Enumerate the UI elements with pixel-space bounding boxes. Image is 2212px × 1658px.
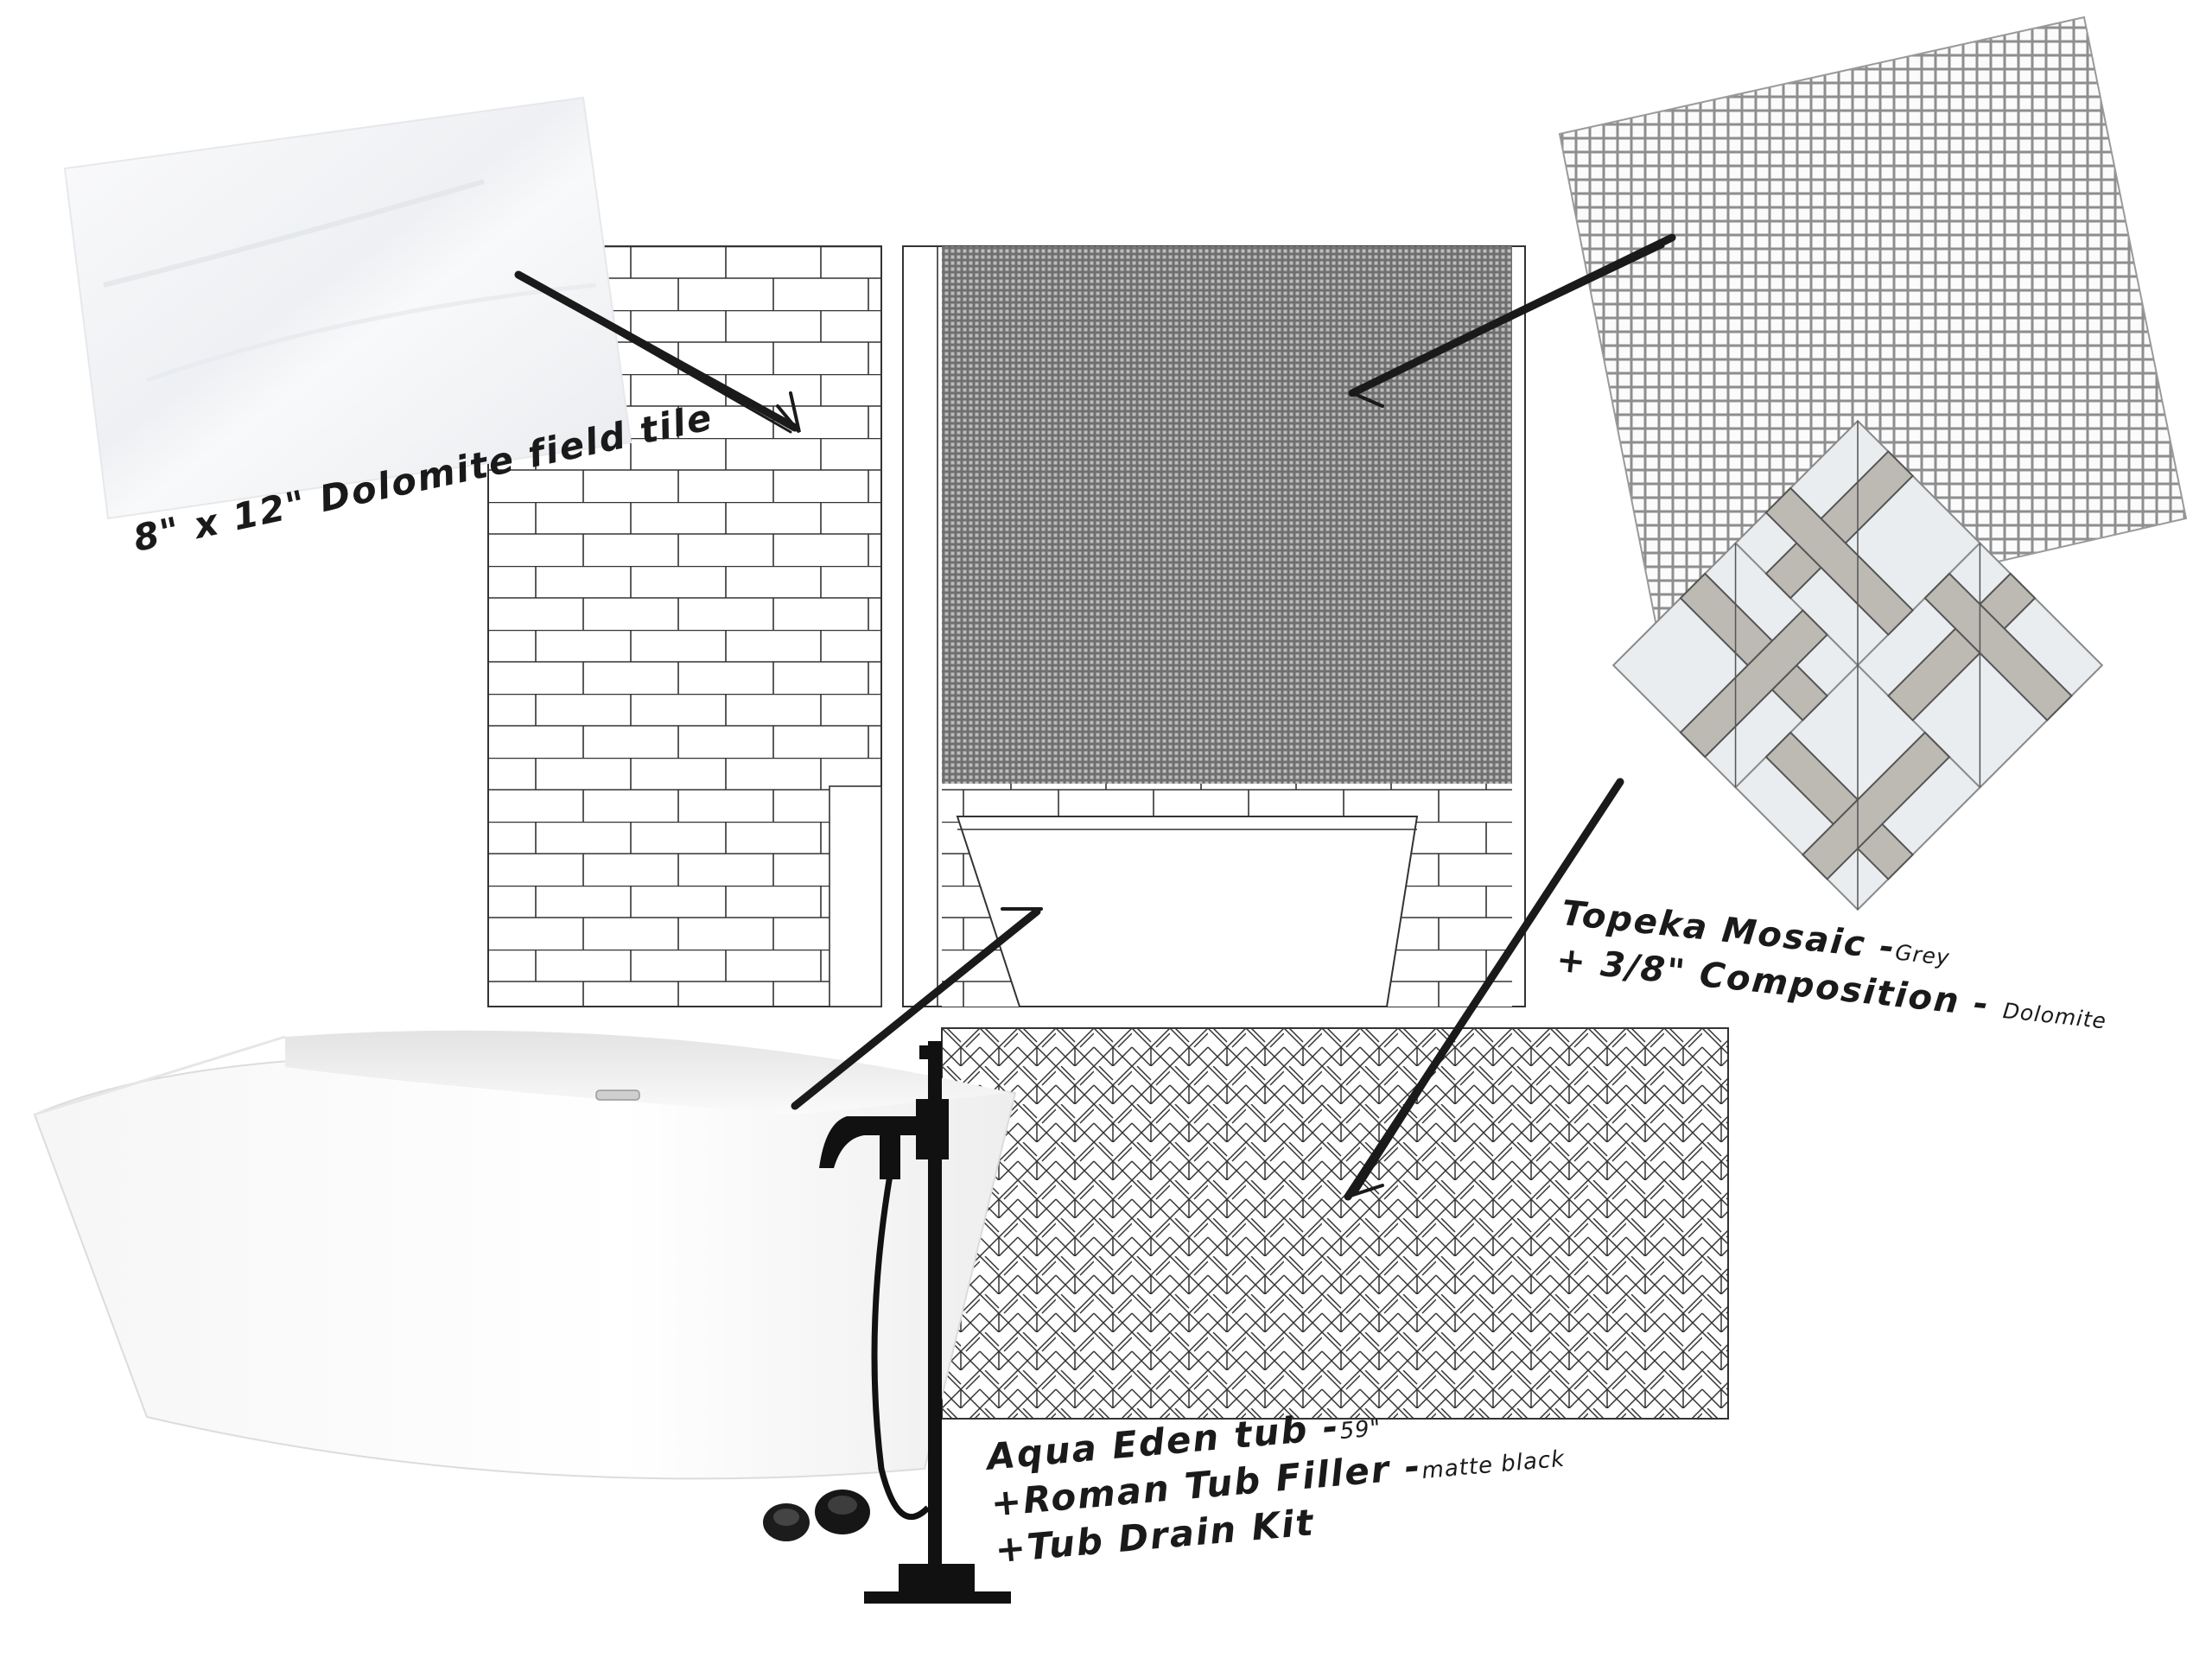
arrow-floor-mosaic [1344, 778, 1624, 1201]
elevation-tub-wall [902, 245, 1526, 1007]
mesh-mosaic-drawing [942, 246, 1512, 784]
tub-filler [819, 1041, 1011, 1604]
freestanding-tub [33, 1030, 1017, 1480]
topeka-mosaic-tile [1611, 419, 2104, 912]
arrow-field-tile [514, 270, 801, 434]
penny-mosaic-sheet [1558, 16, 2188, 641]
arrow-mosaic-sheet [1348, 233, 1676, 408]
field-tile-sample [63, 96, 632, 520]
arrow-tub [791, 907, 1043, 1110]
overflow-cover-icon [595, 1089, 640, 1101]
drain-kit [763, 1490, 870, 1541]
floor-weave-drawing [941, 1027, 1729, 1420]
